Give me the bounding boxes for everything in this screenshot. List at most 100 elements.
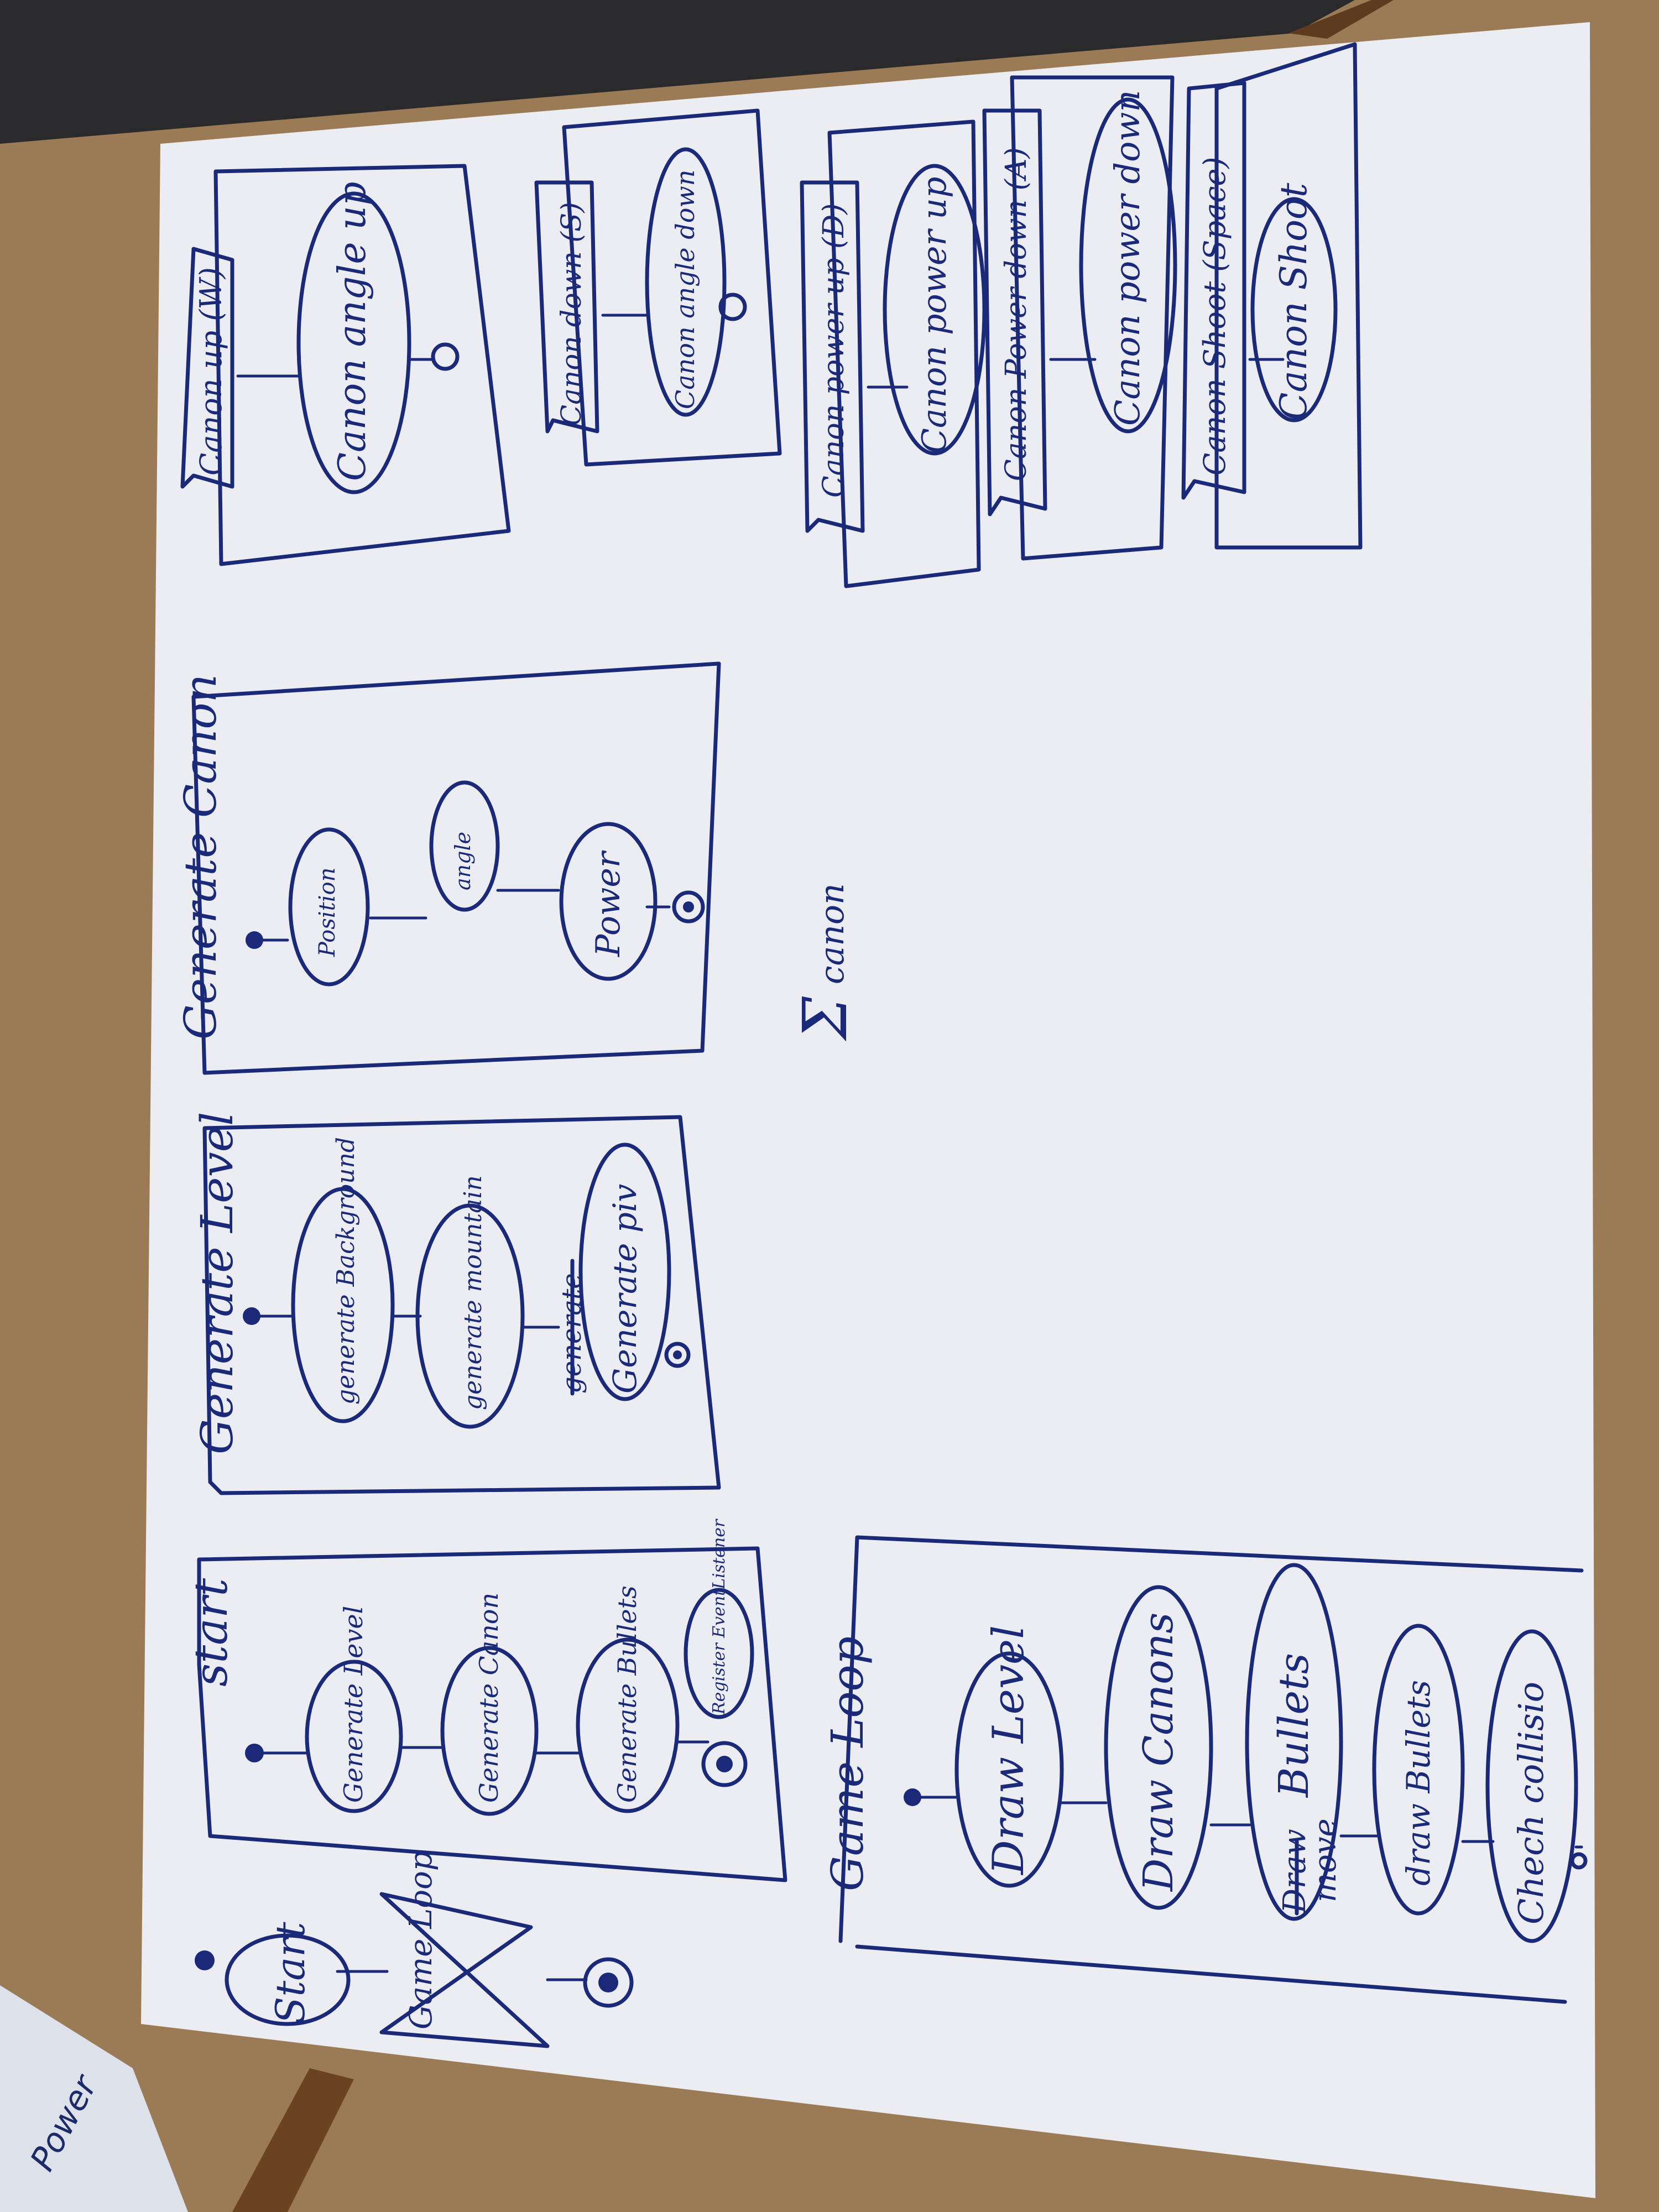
game-loop-node-draw-bullets-label: draw Bullets bbox=[1400, 1680, 1437, 1886]
game-loop-node-move-bullets bbox=[1245, 1563, 1343, 1921]
game-loop-frame-border bbox=[838, 1535, 1584, 2004]
event-frame-canon-power-down-border bbox=[1010, 75, 1175, 561]
event-frame-canon-power-up-action-label: Canon power up bbox=[915, 177, 954, 453]
start-frame-title: start bbox=[185, 1578, 238, 1687]
generate-level-node-background-label: generate Background bbox=[332, 1137, 360, 1405]
event-frame-canon-up-border bbox=[213, 164, 511, 566]
start-node-register-listener-label: Register EventListener bbox=[709, 1519, 729, 1715]
game-loop-initial-node bbox=[904, 1788, 921, 1806]
overview-start-node bbox=[225, 1933, 351, 2026]
event-frame-canon-down-signal bbox=[534, 180, 599, 434]
start-frame-border bbox=[197, 1546, 787, 1882]
overview-flow: Start Game Loop bbox=[195, 1851, 634, 2048]
generate-canon-initial-node bbox=[246, 931, 263, 949]
event-frame-canon-down-action-label: Canon angle down bbox=[670, 170, 700, 409]
generate-canon-node-angle bbox=[429, 780, 500, 912]
event-frame-canon-power-down: Canon Power down (A) Canon power down bbox=[982, 75, 1177, 561]
start-node-generate-bullets bbox=[576, 1637, 680, 1813]
game-loop-node-draw-canons bbox=[1104, 1585, 1213, 1910]
generate-level-final-node-outer bbox=[664, 1342, 691, 1368]
overview-final-node-outer bbox=[583, 1957, 634, 2008]
game-loop-frame: Game Loop Draw Level Draw Canons Draw mo… bbox=[822, 1535, 1588, 2004]
desk-edge-bottom bbox=[232, 2068, 354, 2212]
event-frame-canon-up-action bbox=[296, 191, 411, 494]
generate-level-final-node-inner bbox=[673, 1350, 682, 1359]
event-frame-canon-down-action bbox=[645, 147, 727, 417]
generate-level-node-background bbox=[291, 1187, 395, 1423]
start-node-generate-bullets-label: Generate Bullets bbox=[612, 1585, 642, 1803]
generate-level-node-mountain-label: generate mountain bbox=[459, 1175, 487, 1410]
generate-canon-final-node-outer bbox=[672, 890, 705, 924]
event-frame-canon-shoot-signal bbox=[1181, 81, 1246, 500]
event-frame-canon-power-up-action bbox=[883, 164, 987, 456]
overview-start-label: Start bbox=[267, 1921, 314, 2024]
game-loop-node-check-collision bbox=[1485, 1629, 1578, 1943]
game-loop-node-bullets-label: Bullets bbox=[1270, 1653, 1318, 1798]
generate-level-frame-border bbox=[202, 1115, 721, 1495]
event-frame-canon-down-signal-label: Canon down (S) bbox=[555, 202, 587, 426]
event-frame-canon-shoot-action bbox=[1250, 197, 1338, 422]
start-final-node-outer bbox=[701, 1741, 748, 1787]
overview-initial-node bbox=[195, 1950, 215, 1970]
event-frame-canon-shoot-signal-label: Canon Shoot (Space) bbox=[1197, 157, 1232, 476]
start-final-node-inner bbox=[716, 1756, 733, 1772]
start-initial-node bbox=[245, 1744, 264, 1762]
game-loop-node-check-collision-label: Chech collisio bbox=[1511, 1682, 1551, 1924]
game-loop-final-node bbox=[1570, 1852, 1588, 1870]
event-frame-canon-up-final bbox=[431, 342, 460, 371]
start-node-generate-level bbox=[305, 1660, 403, 1813]
generate-canon-node-position-label: Position bbox=[315, 868, 340, 957]
start-node-register-listener bbox=[684, 1588, 754, 1719]
generate-level-node-mountain bbox=[415, 1203, 525, 1429]
event-frame-canon-shoot-action-label: Canon Shoot bbox=[1272, 182, 1315, 420]
game-loop-node-draw-bullets bbox=[1372, 1624, 1465, 1916]
event-frame-canon-down: Canon down (S) Canon angle down bbox=[534, 108, 782, 467]
generate-level-frame-title: Generate Level bbox=[191, 1112, 243, 1454]
event-frame-canon-power-up-border bbox=[827, 119, 981, 588]
generate-level-node-piv bbox=[578, 1142, 671, 1401]
generate-canon-node-power bbox=[559, 822, 658, 981]
generate-canon-frame-title: Generate Canon bbox=[175, 674, 226, 1040]
event-frame-canon-shoot: Canon Shoot (Space) Canon Shoot bbox=[1181, 42, 1363, 550]
generate-level-node-piv-label: Generate piv bbox=[606, 1184, 644, 1394]
start-node-generate-canon bbox=[440, 1646, 539, 1816]
overview-final-node-inner bbox=[598, 1973, 618, 1992]
event-frame-canon-power-down-signal bbox=[982, 108, 1047, 517]
dark-background bbox=[0, 0, 1355, 144]
event-frame-canon-power-up: Canon power up (D) Canon power up bbox=[800, 119, 987, 588]
event-frame-canon-power-down-action-label: Canon power down bbox=[1107, 90, 1147, 426]
game-loop-node-draw-canons-label: Draw Canons bbox=[1135, 1613, 1182, 1892]
event-frame-canon-down-border bbox=[562, 108, 782, 467]
generate-canon-frame: Generate Canon Position angle Power bbox=[175, 661, 721, 1075]
generate-level-frame: Generate Level generate Background gener… bbox=[191, 1112, 721, 1495]
event-frame-canon-up-signal bbox=[180, 247, 234, 489]
sum-canon-label: canon bbox=[813, 883, 852, 984]
event-frame-canon-power-up-signal-label: Canon power up (D) bbox=[817, 204, 851, 498]
game-loop-node-draw-level bbox=[954, 1651, 1064, 1888]
desk-edge bbox=[1288, 0, 1394, 39]
event-frame-canon-down-final bbox=[718, 293, 747, 321]
game-loop-frame-title: Game Loop bbox=[822, 1636, 873, 1891]
event-frame-canon-shoot-border bbox=[1214, 42, 1363, 550]
sum-canon-label-group: Σ canon bbox=[790, 883, 860, 1042]
event-frame-canon-power-down-action bbox=[1079, 97, 1177, 434]
event-frame-canon-power-down-signal-label: Canon Power down (A) bbox=[1000, 147, 1033, 481]
game-loop-node-move-label: move bbox=[1307, 1818, 1343, 1902]
generate-canon-node-power-label: Power bbox=[589, 850, 628, 957]
event-frame-canon-power-up-signal bbox=[800, 180, 865, 533]
overview-game-loop-hourglass bbox=[379, 1892, 550, 2048]
generate-canon-frame-border bbox=[191, 661, 721, 1075]
sum-symbol: Σ bbox=[790, 996, 860, 1042]
overview-game-loop-label: Game Loop bbox=[403, 1851, 439, 2030]
game-loop-node-draw-level-label: Draw Level bbox=[984, 1625, 1034, 1876]
start-node-generate-canon-label: Generate Canon bbox=[474, 1593, 504, 1803]
event-frame-canon-up: Canon up (W) Canon angle up bbox=[180, 164, 511, 566]
start-frame: start Generate Level Generate Canon Gene… bbox=[185, 1519, 787, 1882]
event-frame-canon-up-action-label: Canon angle up bbox=[331, 181, 374, 481]
generate-canon-final-node-inner bbox=[683, 901, 694, 912]
generate-canon-node-angle-label: angle bbox=[451, 832, 475, 890]
start-node-generate-level-label: Generate Level bbox=[338, 1606, 368, 1803]
generate-canon-node-position bbox=[288, 827, 370, 987]
generate-level-initial-node bbox=[243, 1307, 260, 1325]
